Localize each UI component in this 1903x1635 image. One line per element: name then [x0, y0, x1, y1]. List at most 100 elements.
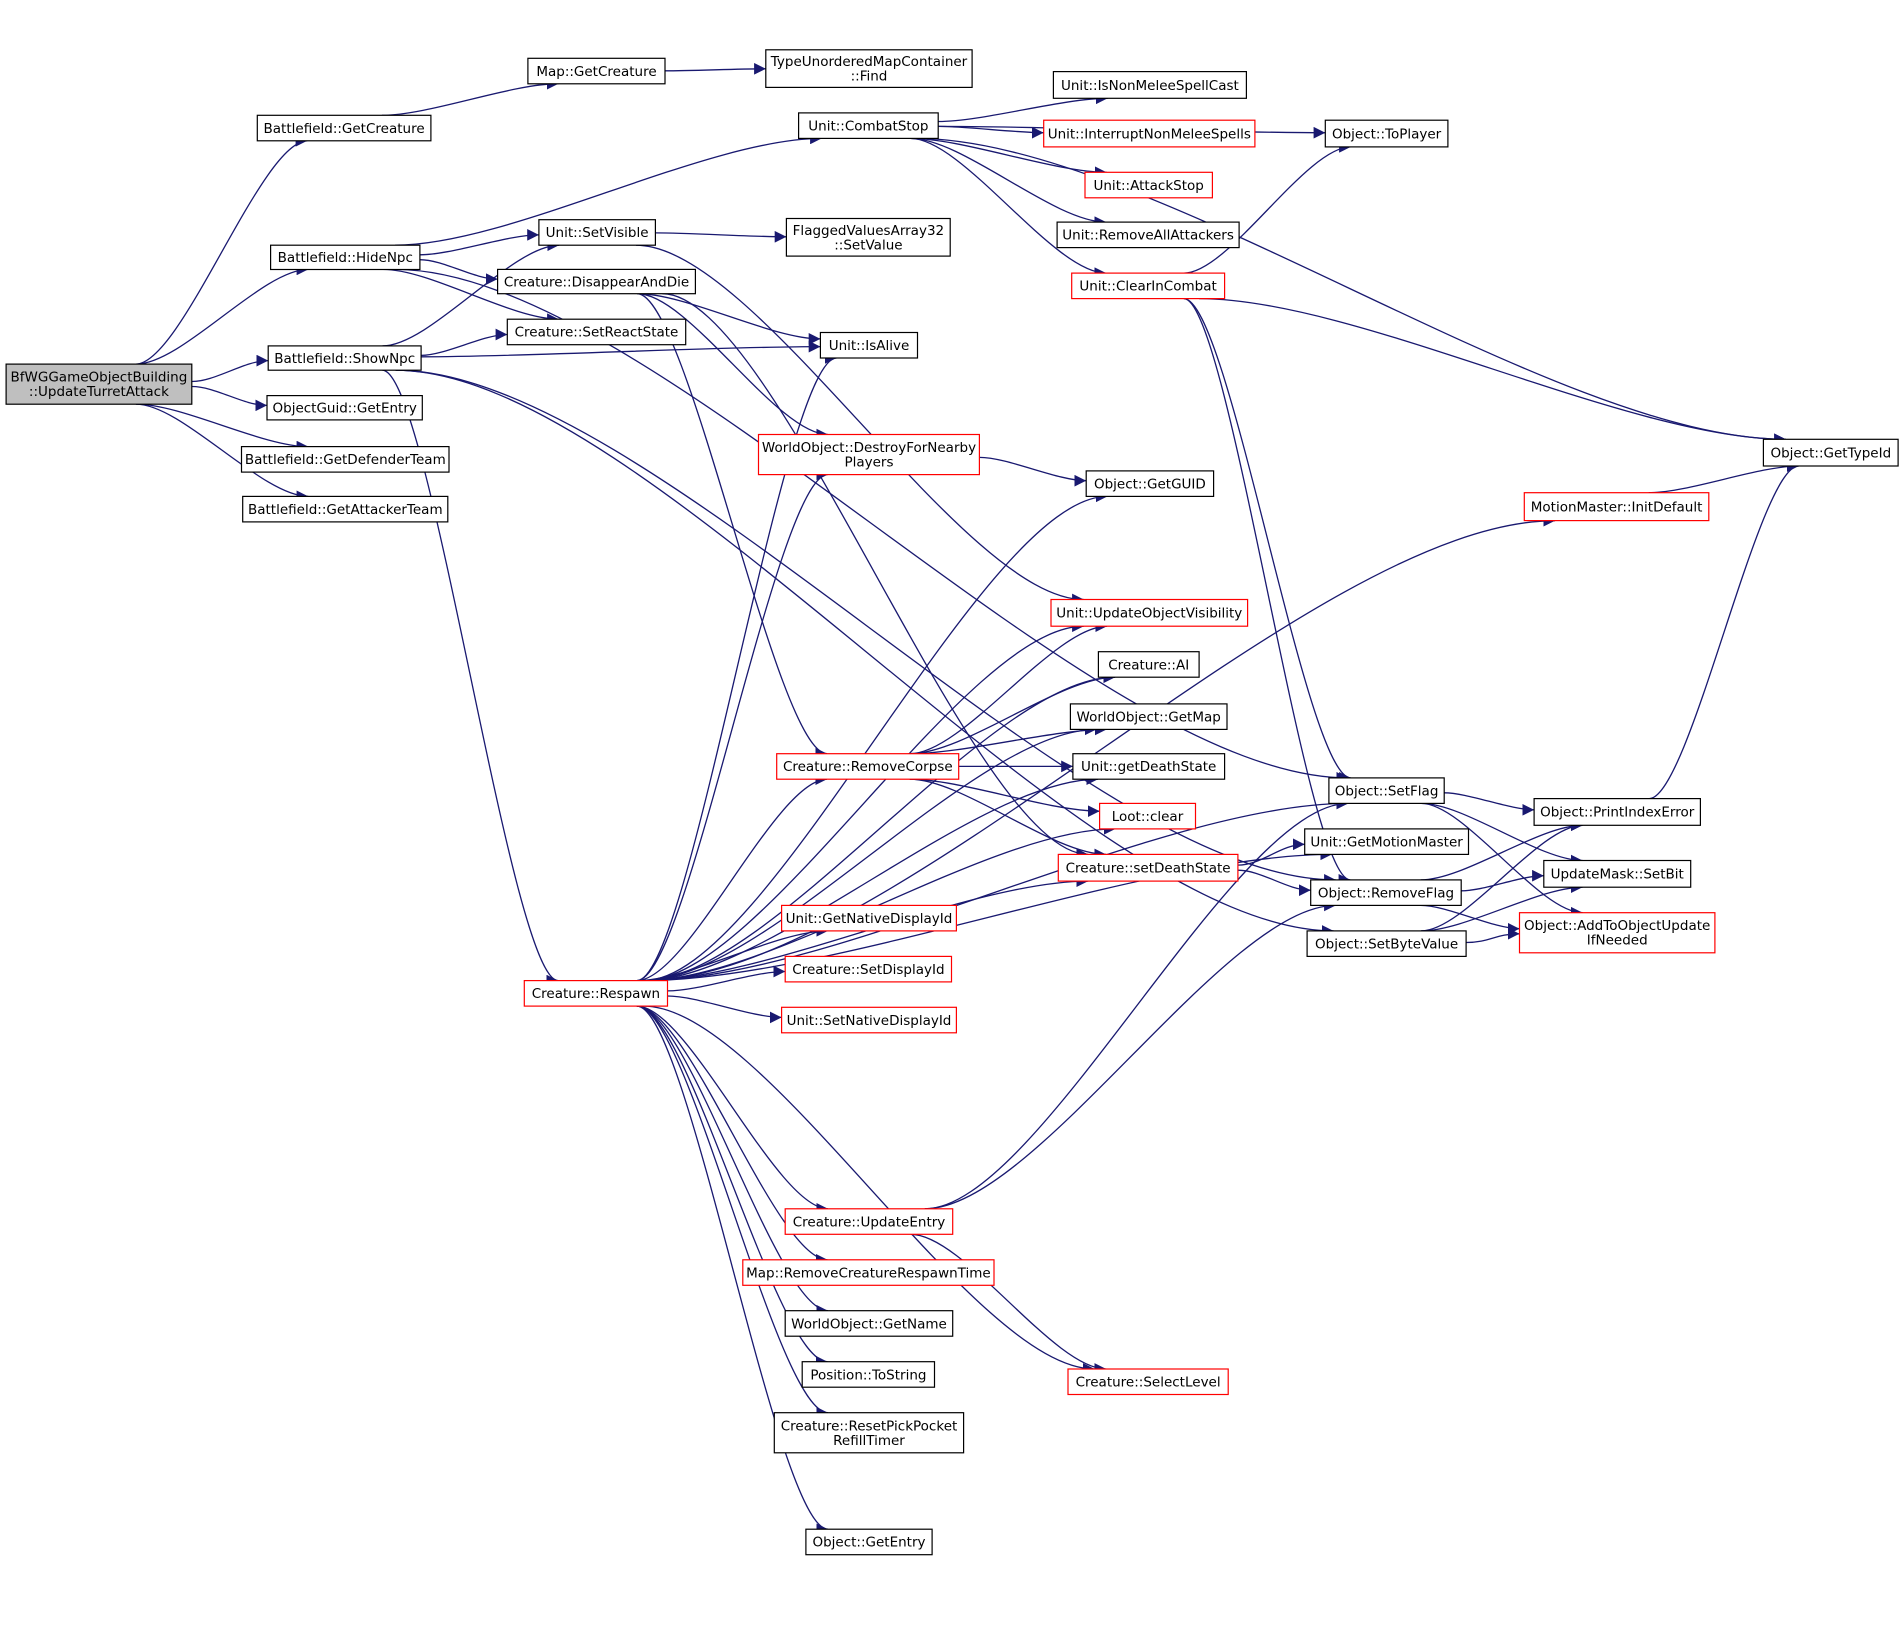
node-cr-setdeathstate[interactable]: Creature::setDeathState — [1057, 853, 1239, 882]
node-box — [240, 446, 450, 473]
node-obj-getguid[interactable]: Object::GetGUID — [1085, 470, 1215, 497]
node-cr-selectlevel[interactable]: Creature::SelectLevel — [1067, 1368, 1229, 1396]
call-arrow — [395, 369, 1336, 886]
node-label: Object::SetFlag — [1335, 784, 1439, 800]
call-arrow — [643, 773, 1099, 982]
node-wo-getname[interactable]: WorldObject::GetName — [784, 1310, 954, 1337]
node-cr-disappear[interactable]: Creature::DisappearAndDie — [497, 268, 697, 295]
call-arrow — [667, 965, 786, 992]
node-fva-setvalue[interactable]: FlaggedValuesArray32::SetValue — [785, 217, 951, 257]
edge-unit_combatstop-to-obj_gettypeid — [914, 137, 1786, 446]
node-bf-getattacker[interactable]: Battlefield::GetAttackerTeam — [242, 495, 449, 523]
node-label: ::Find — [851, 69, 888, 85]
node-label: Position::ToString — [810, 1367, 926, 1383]
node-label: IfNeeded — [1587, 933, 1648, 949]
node-unit-clearincombat[interactable]: Unit::ClearInCombat — [1071, 272, 1226, 300]
node-box — [1043, 119, 1256, 148]
node-cr-setdisplayid[interactable]: Creature::SetDisplayId — [784, 955, 953, 983]
call-arrow — [1199, 297, 1786, 446]
node-root[interactable]: BfWGGameObjectBuilding::UpdateTurretAtta… — [5, 363, 193, 405]
call-arrow — [636, 773, 828, 982]
node-obj-getentry[interactable]: Object::GetEntry — [805, 1528, 933, 1556]
node-box — [538, 219, 657, 246]
node-map-removeresp[interactable]: Map::RemoveCreatureRespawnTime — [742, 1259, 995, 1286]
node-box — [784, 955, 953, 983]
call-arrow — [910, 137, 1107, 228]
node-unit-getmotionmaster[interactable]: Unit::GetMotionMaster — [1304, 828, 1470, 856]
edge-unit_combatstop-to-unit_removeallattackers — [910, 137, 1107, 228]
node-objguid-getentry[interactable]: ObjectGuid::GetEntry — [266, 395, 423, 421]
node-label: BfWGGameObjectBuilding — [11, 370, 188, 386]
node-unit-isnonmelee[interactable]: Unit::IsNonMeleeSpellCast — [1052, 70, 1248, 99]
call-arrow — [643, 1005, 1095, 1375]
node-unit-combatstop[interactable]: Unit::CombatStop — [797, 112, 939, 140]
call-arrow — [636, 352, 837, 982]
node-obj-toplayer[interactable]: Object::ToPlayer — [1324, 119, 1449, 148]
node-wo-getmap[interactable]: WorldObject::GetMap — [1069, 703, 1228, 731]
call-arrow — [382, 268, 559, 326]
edge-bf_hidenpc-to-unit_setvisible — [419, 229, 539, 256]
node-label: UpdateMask::SetBit — [1551, 867, 1684, 883]
node-label: Creature::setDeathState — [1066, 861, 1231, 877]
node-um-setbit[interactable]: UpdateMask::SetBit — [1543, 859, 1692, 888]
node-unit-isalive[interactable]: Unit::IsAlive — [819, 331, 919, 359]
node-label: Object::GetGUID — [1094, 476, 1206, 492]
node-box — [497, 268, 697, 295]
node-bf-getdefender[interactable]: Battlefield::GetDefenderTeam — [240, 446, 450, 473]
call-arrow — [636, 925, 829, 982]
node-label: Creature::UpdateEntry — [793, 1214, 946, 1230]
edge-cr_removecorpse-to-cr_ai — [909, 671, 1116, 755]
node-tumc-find[interactable]: TypeUnorderedMapContainer::Find — [765, 49, 973, 88]
node-box — [1071, 272, 1226, 300]
call-arrow — [394, 268, 1349, 784]
node-unit-interrupt[interactable]: Unit::InterruptNonMeleeSpells — [1043, 119, 1256, 148]
node-mm-initdefault[interactable]: MotionMaster::InitDefault — [1523, 492, 1710, 522]
node-box — [1069, 703, 1228, 731]
node-unit-getdeathstate[interactable]: Unit::getDeathState — [1072, 753, 1226, 780]
node-bf-shownpc[interactable]: Battlefield::ShowNpc — [267, 345, 422, 371]
node-box — [1052, 70, 1248, 99]
node-bf-getcreature[interactable]: Battlefield::GetCreature — [256, 114, 432, 142]
node-obj-setflag[interactable]: Object::SetFlag — [1328, 777, 1445, 805]
node-obj-printindexerror[interactable]: Object::PrintIndexError — [1533, 797, 1701, 826]
edge-bf_shownpc-to-cr_setreactstate — [421, 328, 508, 357]
node-label: ObjectGuid::GetEntry — [273, 401, 417, 417]
node-unit-getnativedisplay[interactable]: Unit::GetNativeDisplayId — [780, 904, 957, 932]
node-pos-tostring[interactable]: Position::ToString — [801, 1361, 936, 1388]
node-obj-removeflag[interactable]: Object::RemoveFlag — [1310, 879, 1462, 907]
call-arrow — [1421, 819, 1583, 932]
node-map-getcreature[interactable]: Map::GetCreature — [527, 57, 666, 85]
node-obj-gettypeid[interactable]: Object::GetTypeId — [1762, 438, 1899, 467]
node-label: Unit::getDeathState — [1081, 759, 1216, 775]
edge-cr_respawn-to-obj_setflag — [643, 797, 1349, 982]
edge-bf_hidenpc-to-obj_setflag — [394, 268, 1349, 784]
call-arrow — [394, 132, 822, 246]
node-cr-setreactstate[interactable]: Creature::SetReactState — [506, 318, 687, 346]
node-cr-removecorpse[interactable]: Creature::RemoveCorpse — [776, 753, 960, 780]
call-arrow — [643, 848, 1333, 982]
node-unit-setnativedisplay[interactable]: Unit::SetNativeDisplayId — [780, 1006, 957, 1034]
edge-cr_updateentry-to-obj_removeflag — [924, 899, 1336, 1210]
call-arrow — [1649, 460, 1799, 800]
node-cr-respawn[interactable]: Creature::Respawn — [523, 979, 669, 1007]
call-arrow — [643, 514, 1556, 982]
node-unit-removeallattackers[interactable]: Unit::RemoveAllAttackers — [1056, 221, 1240, 249]
call-arrow — [910, 137, 1107, 279]
node-loot-clear[interactable]: Loot::clear — [1098, 802, 1197, 830]
node-box — [1762, 438, 1899, 467]
edge-map_getcreature-to-tumc_find — [665, 62, 766, 75]
edge-unit_clearincombat-to-obj_removeflag — [1183, 297, 1351, 886]
node-bf-hidenpc[interactable]: Battlefield::HideNpc — [270, 244, 421, 271]
node-unit-setvisible[interactable]: Unit::SetVisible — [538, 219, 657, 246]
node-unit-attackstop[interactable]: Unit::AttackStop — [1084, 171, 1214, 199]
edge-cr_respawn-to-loot_clear — [643, 823, 1116, 982]
node-label: Creature::SetDisplayId — [792, 962, 944, 978]
node-label: Players — [844, 455, 893, 471]
node-unit-updatevis[interactable]: Unit::UpdateObjectVisibility — [1050, 598, 1249, 627]
node-cr-ai[interactable]: Creature::AI — [1097, 651, 1200, 678]
node-cr-updateentry[interactable]: Creature::UpdateEntry — [784, 1208, 954, 1235]
node-obj-setbytevalue[interactable]: Object::SetByteValue — [1306, 930, 1467, 958]
